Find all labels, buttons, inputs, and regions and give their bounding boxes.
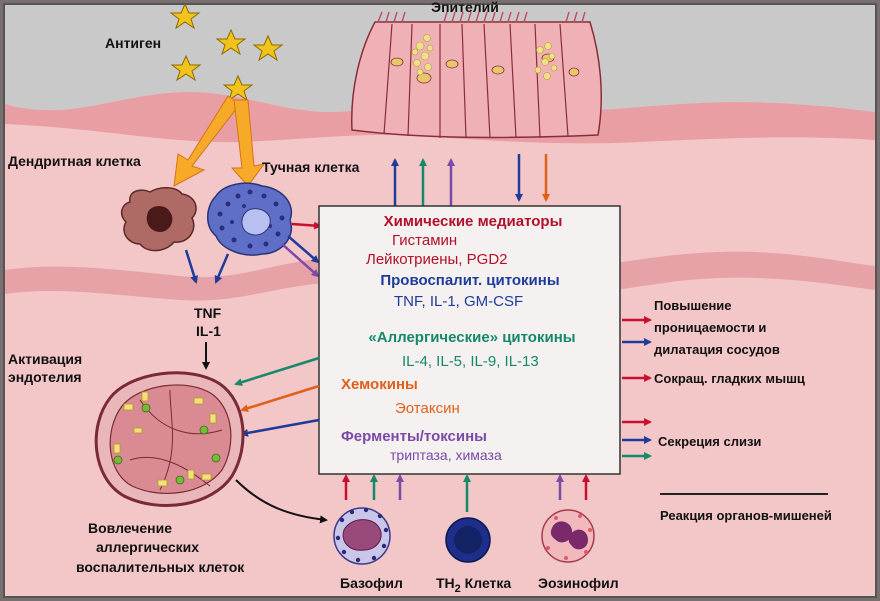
antigen-star-icon [252,34,284,62]
proinflammatory-list: TNF, IL-1, GM-CSF [394,293,523,310]
cell-to-tnf-arrows [184,249,230,284]
allergic-cytokines-list: IL-4, IL-5, IL-9, IL-13 [402,353,539,370]
chem-mediators-title: Химические медиаторы [384,213,563,230]
eosinophil-label: Эозинофил [538,575,619,591]
basophil-label: Базофил [340,575,403,591]
cells-to-box-arrows [342,474,590,512]
effect-smooth-muscle: Сокращ. гладких мышц [654,371,805,386]
th2-cell-label: TH2 Клетка [436,575,511,595]
mast-cell-label: Тучная клетка [262,159,360,175]
antigen-arrows [173,95,266,187]
eotaxin-text: Эотаксин [395,400,460,417]
antigen-star-icon [170,54,202,82]
box-to-endothelium-arrows [234,356,320,437]
epithelium-label: Эпителий [431,0,499,15]
box-to-effects-arrows [622,316,652,460]
proinflammatory-title: Провоспалит. цитокины [380,272,559,289]
effect-mucus: Секреция слизи [658,434,761,449]
target-organ-reaction-label: Реакция органов-мишеней [660,508,832,523]
enzymes-list: триптаза, химаза [390,447,502,463]
effect-permeability-line2: проницаемости и [654,320,766,335]
antigen-star-icon [169,2,201,30]
dendritic-cell-icon [120,187,197,252]
box-to-epithelium-arrows [391,154,550,206]
tnf-label: TNF [194,305,222,321]
involvement-line2: аллергических [96,539,199,555]
endothelium-activation-line2: эндотелия [8,369,82,385]
effect-permeability-line1: Повышение [654,298,732,313]
endothelium-activation-line1: Активация [8,351,82,367]
vessel-to-basophil-arrow [235,479,328,524]
mediator-box [318,205,621,475]
eosinophil-icon [541,509,595,563]
mediator-box-content: Химические медиаторы Гистамин Лейкотриен… [341,213,576,463]
antigen-star-icon [222,74,254,102]
leukotrienes-text: Лейкотриены, PGD2 [366,251,508,268]
epithelium [350,11,602,139]
allergic-cytokines-title: «Аллергические» цитокины [368,329,575,346]
antigen-star-icon [215,28,247,56]
antigen-icons [169,2,284,102]
blood-vessel-icon [94,371,245,507]
enzymes-title: Ферменты/токсины [341,428,487,445]
mast-cell-to-box-arrows [281,221,322,278]
histamine-text: Гистамин [392,232,457,249]
antigen-label: Антиген [105,35,161,51]
effect-permeability-line3: дилатация сосудов [654,342,780,357]
basophil-icon [333,507,391,565]
th2-cell-icon [445,517,491,563]
mast-cell-icon [207,182,293,256]
involvement-line3: воспалительных клеток [76,559,245,575]
dendritic-cell-label: Дендритная клетка [8,153,141,169]
involvement-line1: Вовлечение [88,520,172,536]
il1-label: IL-1 [196,323,221,339]
chemokines-title: Хемокины [341,376,418,393]
